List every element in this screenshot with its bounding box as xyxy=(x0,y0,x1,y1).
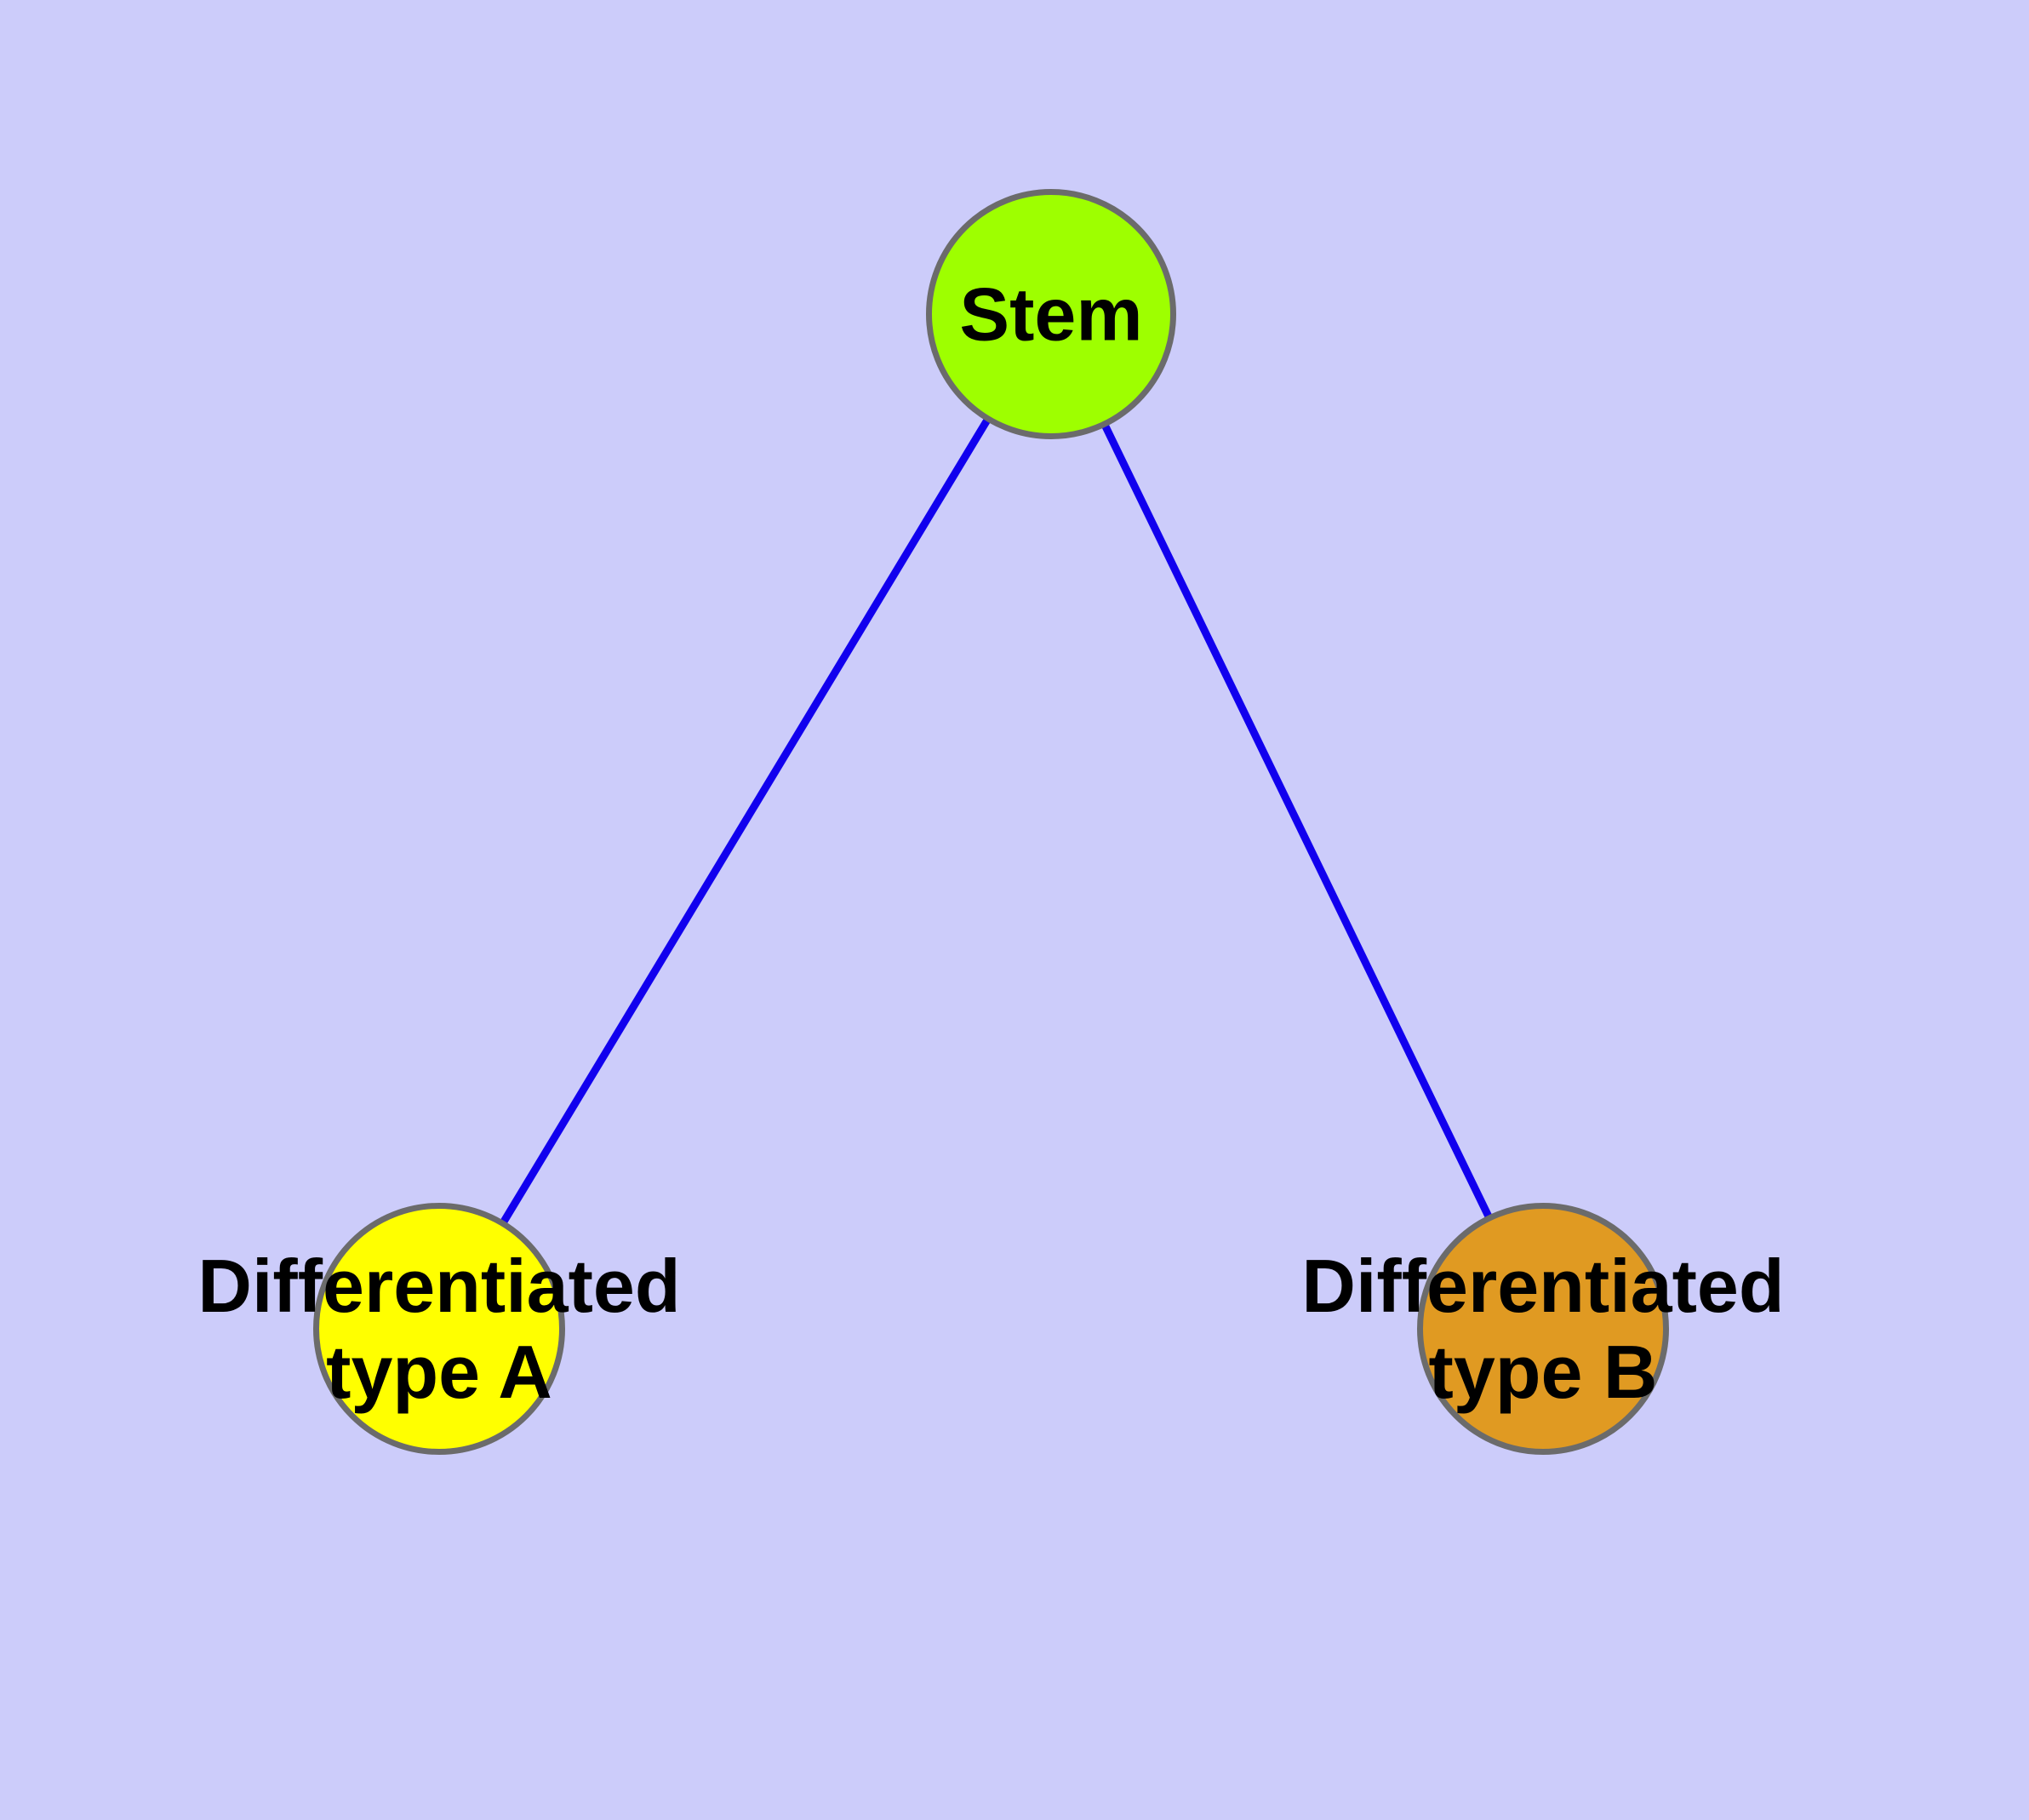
graph-node-diff_b[interactable] xyxy=(1417,1203,1669,1455)
node-layer xyxy=(313,189,1669,1455)
graph-edge xyxy=(500,417,991,1225)
graph-edge xyxy=(1101,423,1493,1219)
graph-node-stem[interactable] xyxy=(926,189,1176,439)
graph-node-diff_a[interactable] xyxy=(313,1203,565,1455)
edge-layer xyxy=(500,417,1493,1225)
